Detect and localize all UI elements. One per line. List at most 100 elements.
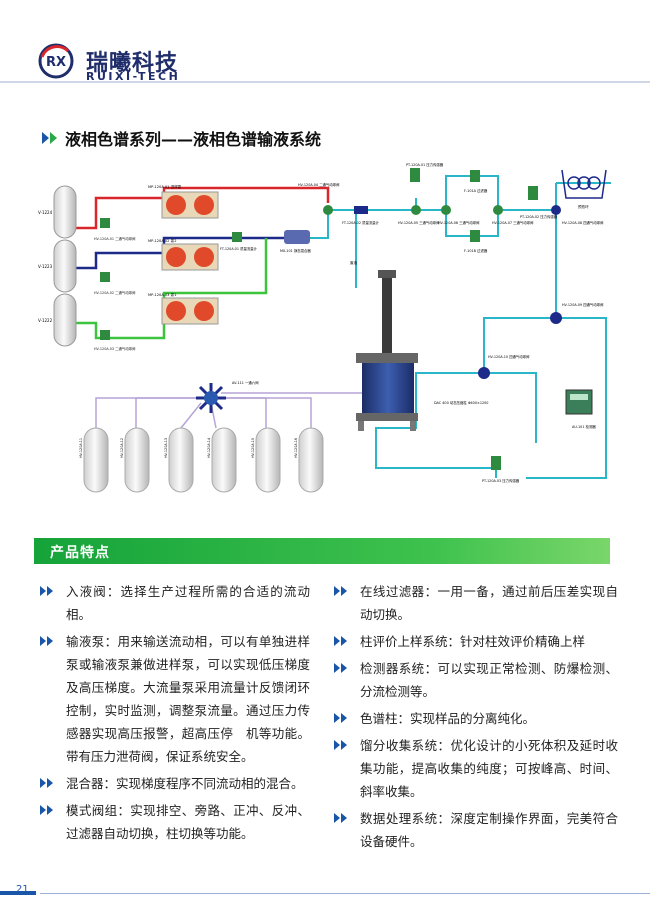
- preheater-label: 预热环: [578, 204, 589, 209]
- tank-3-label: V-1222: [38, 318, 53, 323]
- features-header-bar: [34, 538, 610, 564]
- collect-tank-1: [83, 427, 109, 493]
- brand-name-en: RUIXI-TECH: [86, 70, 181, 83]
- chromatography-column: [356, 270, 418, 431]
- pump-2: [161, 243, 219, 271]
- section-title-text: 液相色谱系列——液相色谱输液系统: [65, 130, 322, 149]
- valve-07: [493, 205, 503, 215]
- double-arrow-icon: [42, 132, 57, 144]
- column-label: DAC 400 动态压缩柱 Φ400×1200: [434, 400, 488, 405]
- feed-tanks: V-1224 V-1223 V-1222: [38, 185, 77, 347]
- valve-09: [550, 312, 562, 324]
- pump-3: [161, 297, 219, 325]
- collect-tank-6: [298, 427, 324, 493]
- preheater-coil: [561, 169, 607, 199]
- pt02-label: PT-120A.02 压力传感器: [520, 214, 558, 219]
- valve-3-label: HV-120A.03 二通气动球阀: [94, 346, 136, 351]
- brand-name-cn: 瑞曦科技: [86, 51, 179, 76]
- tank-1-label: V-1224: [38, 210, 53, 215]
- hv05-label: HV-120A.05 三通气动球阀: [398, 220, 440, 225]
- pipe-collect: [95, 363, 367, 429]
- feature-item: 入液阀：选择生产过程所需的合适的流动相。: [40, 580, 310, 626]
- valve-3: [100, 330, 110, 340]
- process-diagram: V-1224 V-1223 V-1222 MP-120A.01 进样泵 MP-1…: [38, 162, 611, 493]
- collector-valve-label: AV-111 一通六阀: [232, 380, 259, 385]
- pipe-green: [64, 238, 268, 340]
- section-title: 液相色谱系列——液相色谱输液系统: [42, 126, 321, 150]
- feature-item: 色谱柱：实现样品的分离纯化。: [334, 707, 618, 730]
- pumps: MP-120A.01 进样泵 MP-120A.02 泵2 MP-120A.03 …: [148, 184, 219, 325]
- features-title: 产品特点: [50, 545, 110, 561]
- logo-mark: RX: [46, 55, 66, 70]
- filter-a-label: F-101A 过滤器: [464, 188, 488, 193]
- detector-label: AU-101 检测器: [572, 424, 596, 429]
- valve-08: [551, 205, 561, 215]
- tank-2: [53, 239, 77, 293]
- tank-1: [53, 185, 77, 239]
- valve-1-label: HV-120A.01 二通气动球阀: [94, 236, 136, 241]
- pipe-navy: [64, 236, 286, 270]
- collect-tank-2-label: HV-120A.12: [120, 438, 124, 458]
- collect-tank-2: [124, 427, 150, 493]
- flowmeter-1-label: FT-120A.01 质量流量计: [220, 246, 258, 251]
- bullet-arrow-icon: [40, 580, 66, 626]
- pt01-label: PT-120A.01 压力传感器: [406, 162, 444, 167]
- collect-tank-6-label: HV-120A.16: [294, 438, 298, 458]
- flowmeter-2: [354, 206, 368, 214]
- valve-04: [323, 205, 333, 215]
- feature-item: 馏分收集系统：优化设计的小死体积及延时收集功能，提高收集的纯度；可按峰高、时间、…: [334, 734, 618, 803]
- pt03-label: PT-120A.03 压力传感器: [482, 478, 520, 483]
- detector: [565, 389, 593, 415]
- top-valve-label: HV-120A.04 二通气动球阀: [298, 182, 340, 187]
- hv09-label: HV-120A.09 四通气动球阀: [562, 302, 604, 307]
- pump-3-label: MP-120A.03 泵1: [148, 292, 176, 297]
- collection-tanks: HV-120A.11 HV-120A.12 HV-120A.13 HV-120A…: [79, 427, 324, 493]
- filter-b: [470, 230, 480, 242]
- pressure-sensor-2: [528, 186, 538, 200]
- feature-item: 柱评价上样系统：针对柱效评价精确上样: [334, 630, 618, 653]
- bullet-arrow-icon: [334, 580, 360, 626]
- header-divider: [0, 81, 650, 83]
- hv10-label: HV-120A.10 四通气动球阀: [488, 354, 530, 359]
- features-right-column: 在线过滤器：一用一备，通过前后压差实现自动切换。 柱评价上样系统：针对柱效评价精…: [334, 580, 618, 857]
- collector-valve-hub: [204, 391, 218, 405]
- collect-tank-5: [255, 427, 281, 493]
- flowmeter-2-label: FT-120A.02 质量流量计: [342, 220, 380, 225]
- feature-item: 检测器系统：可以实现正常检测、防爆检测、分流检测等。: [334, 657, 618, 703]
- collect-tank-1-label: HV-120A.11: [79, 438, 83, 458]
- pressure-sensor-3: [491, 456, 501, 470]
- pump-1-label: MP-120A.01 进样泵: [148, 184, 182, 189]
- footer-accent-bar: [0, 891, 36, 895]
- inlet-valves: HV-120A.01 二通气动球阀 HV-120A.02 二通气动球阀 HV-1…: [94, 218, 136, 351]
- pressure-sensor-1: [410, 168, 420, 182]
- valve-2: [100, 272, 110, 282]
- page-number: 21: [16, 884, 29, 895]
- pump-1: [161, 191, 219, 219]
- bullet-arrow-icon: [334, 807, 360, 853]
- hv08-label: HV-120A.08 四通气动球阀: [562, 220, 604, 225]
- valve-2-label: HV-120A.02 二通气动球阀: [94, 290, 136, 295]
- bullet-arrow-icon: [334, 657, 360, 703]
- feature-item: 在线过滤器：一用一备，通过前后压差实现自动切换。: [334, 580, 618, 626]
- bullet-arrow-icon: [40, 772, 66, 795]
- hv06-label: HV-120A.06 三通气动球阀: [438, 220, 480, 225]
- valve-1: [100, 218, 110, 228]
- bullet-arrow-icon: [334, 734, 360, 803]
- bullet-arrow-icon: [334, 707, 360, 730]
- feature-item: 混合器：实现梯度程序不同流动相的混合。: [40, 772, 310, 795]
- collect-tank-5-label: HV-120A.15: [251, 438, 255, 458]
- collect-tank-4-label: HV-120A.14: [207, 438, 211, 458]
- tank-3: [53, 293, 77, 347]
- mixer-label: MX-101 静态混合器: [280, 248, 311, 253]
- brand-logo: RX: [38, 43, 74, 79]
- feature-item: 模式阀组：实现排空、旁路、正冲、反冲、过滤器自动切换，柱切换等功能。: [40, 799, 310, 845]
- filter-b-label: F-101B 过滤器: [464, 248, 488, 253]
- bullet-arrow-icon: [40, 630, 66, 768]
- tank-2-label: V-1223: [38, 264, 53, 269]
- valve-05: [411, 205, 421, 215]
- collect-tank-3: [168, 427, 194, 493]
- valve-06: [441, 205, 451, 215]
- pump-2-label: MP-120A.02 泵2: [148, 238, 176, 243]
- filter-a: [470, 170, 480, 182]
- mixer: [284, 230, 310, 244]
